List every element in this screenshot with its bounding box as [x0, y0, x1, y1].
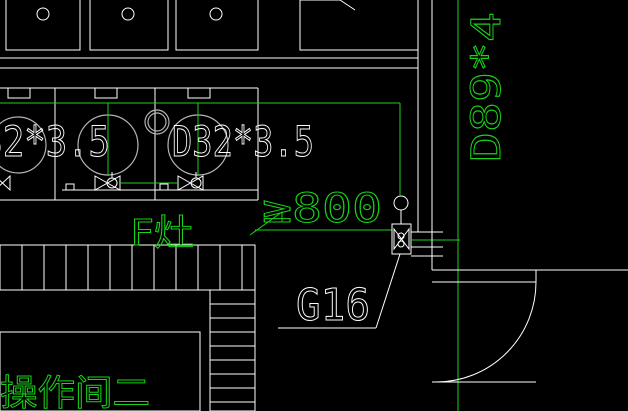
- equipment-label: G16: [296, 280, 370, 331]
- top-cabinet-row: [0, 0, 419, 69]
- room-label: 操作间二: [0, 373, 150, 411]
- cabinet-3: [175, 0, 259, 51]
- valve-icon: [0, 174, 11, 192]
- drain-icon: [36, 7, 50, 21]
- cabinet-1: [5, 0, 81, 51]
- pipe-size-label-vertical: D89*4: [464, 12, 510, 162]
- cabinet-2: [89, 0, 169, 51]
- valve-icon: [94, 172, 121, 191]
- pipe-size-label-middle: D32*3.5: [172, 117, 314, 166]
- fire-label: F灶: [130, 213, 194, 254]
- pot-circle: [0, 116, 47, 174]
- valve-icon: [177, 172, 204, 191]
- cabinet-4: [299, 0, 419, 51]
- slope-arrow: [249, 211, 283, 236]
- lower-counter: [0, 244, 256, 411]
- small-burner-icon: [144, 109, 170, 135]
- corner-mark: [300, 0, 356, 11]
- small-burner-icon: [147, 112, 167, 132]
- door-swing-arc: [435, 281, 537, 383]
- gas-meter-icon: [391, 195, 443, 257]
- slope-label: ≥800: [262, 186, 382, 232]
- counter-boxes: [0, 87, 259, 201]
- drain-icon: [209, 7, 223, 21]
- gas-pipes: [0, 0, 460, 411]
- drain-icon: [121, 7, 135, 21]
- valve-icons: [0, 172, 204, 192]
- g16-leader: [278, 253, 401, 329]
- pipe-size-label-left: D32*3.5: [0, 117, 110, 166]
